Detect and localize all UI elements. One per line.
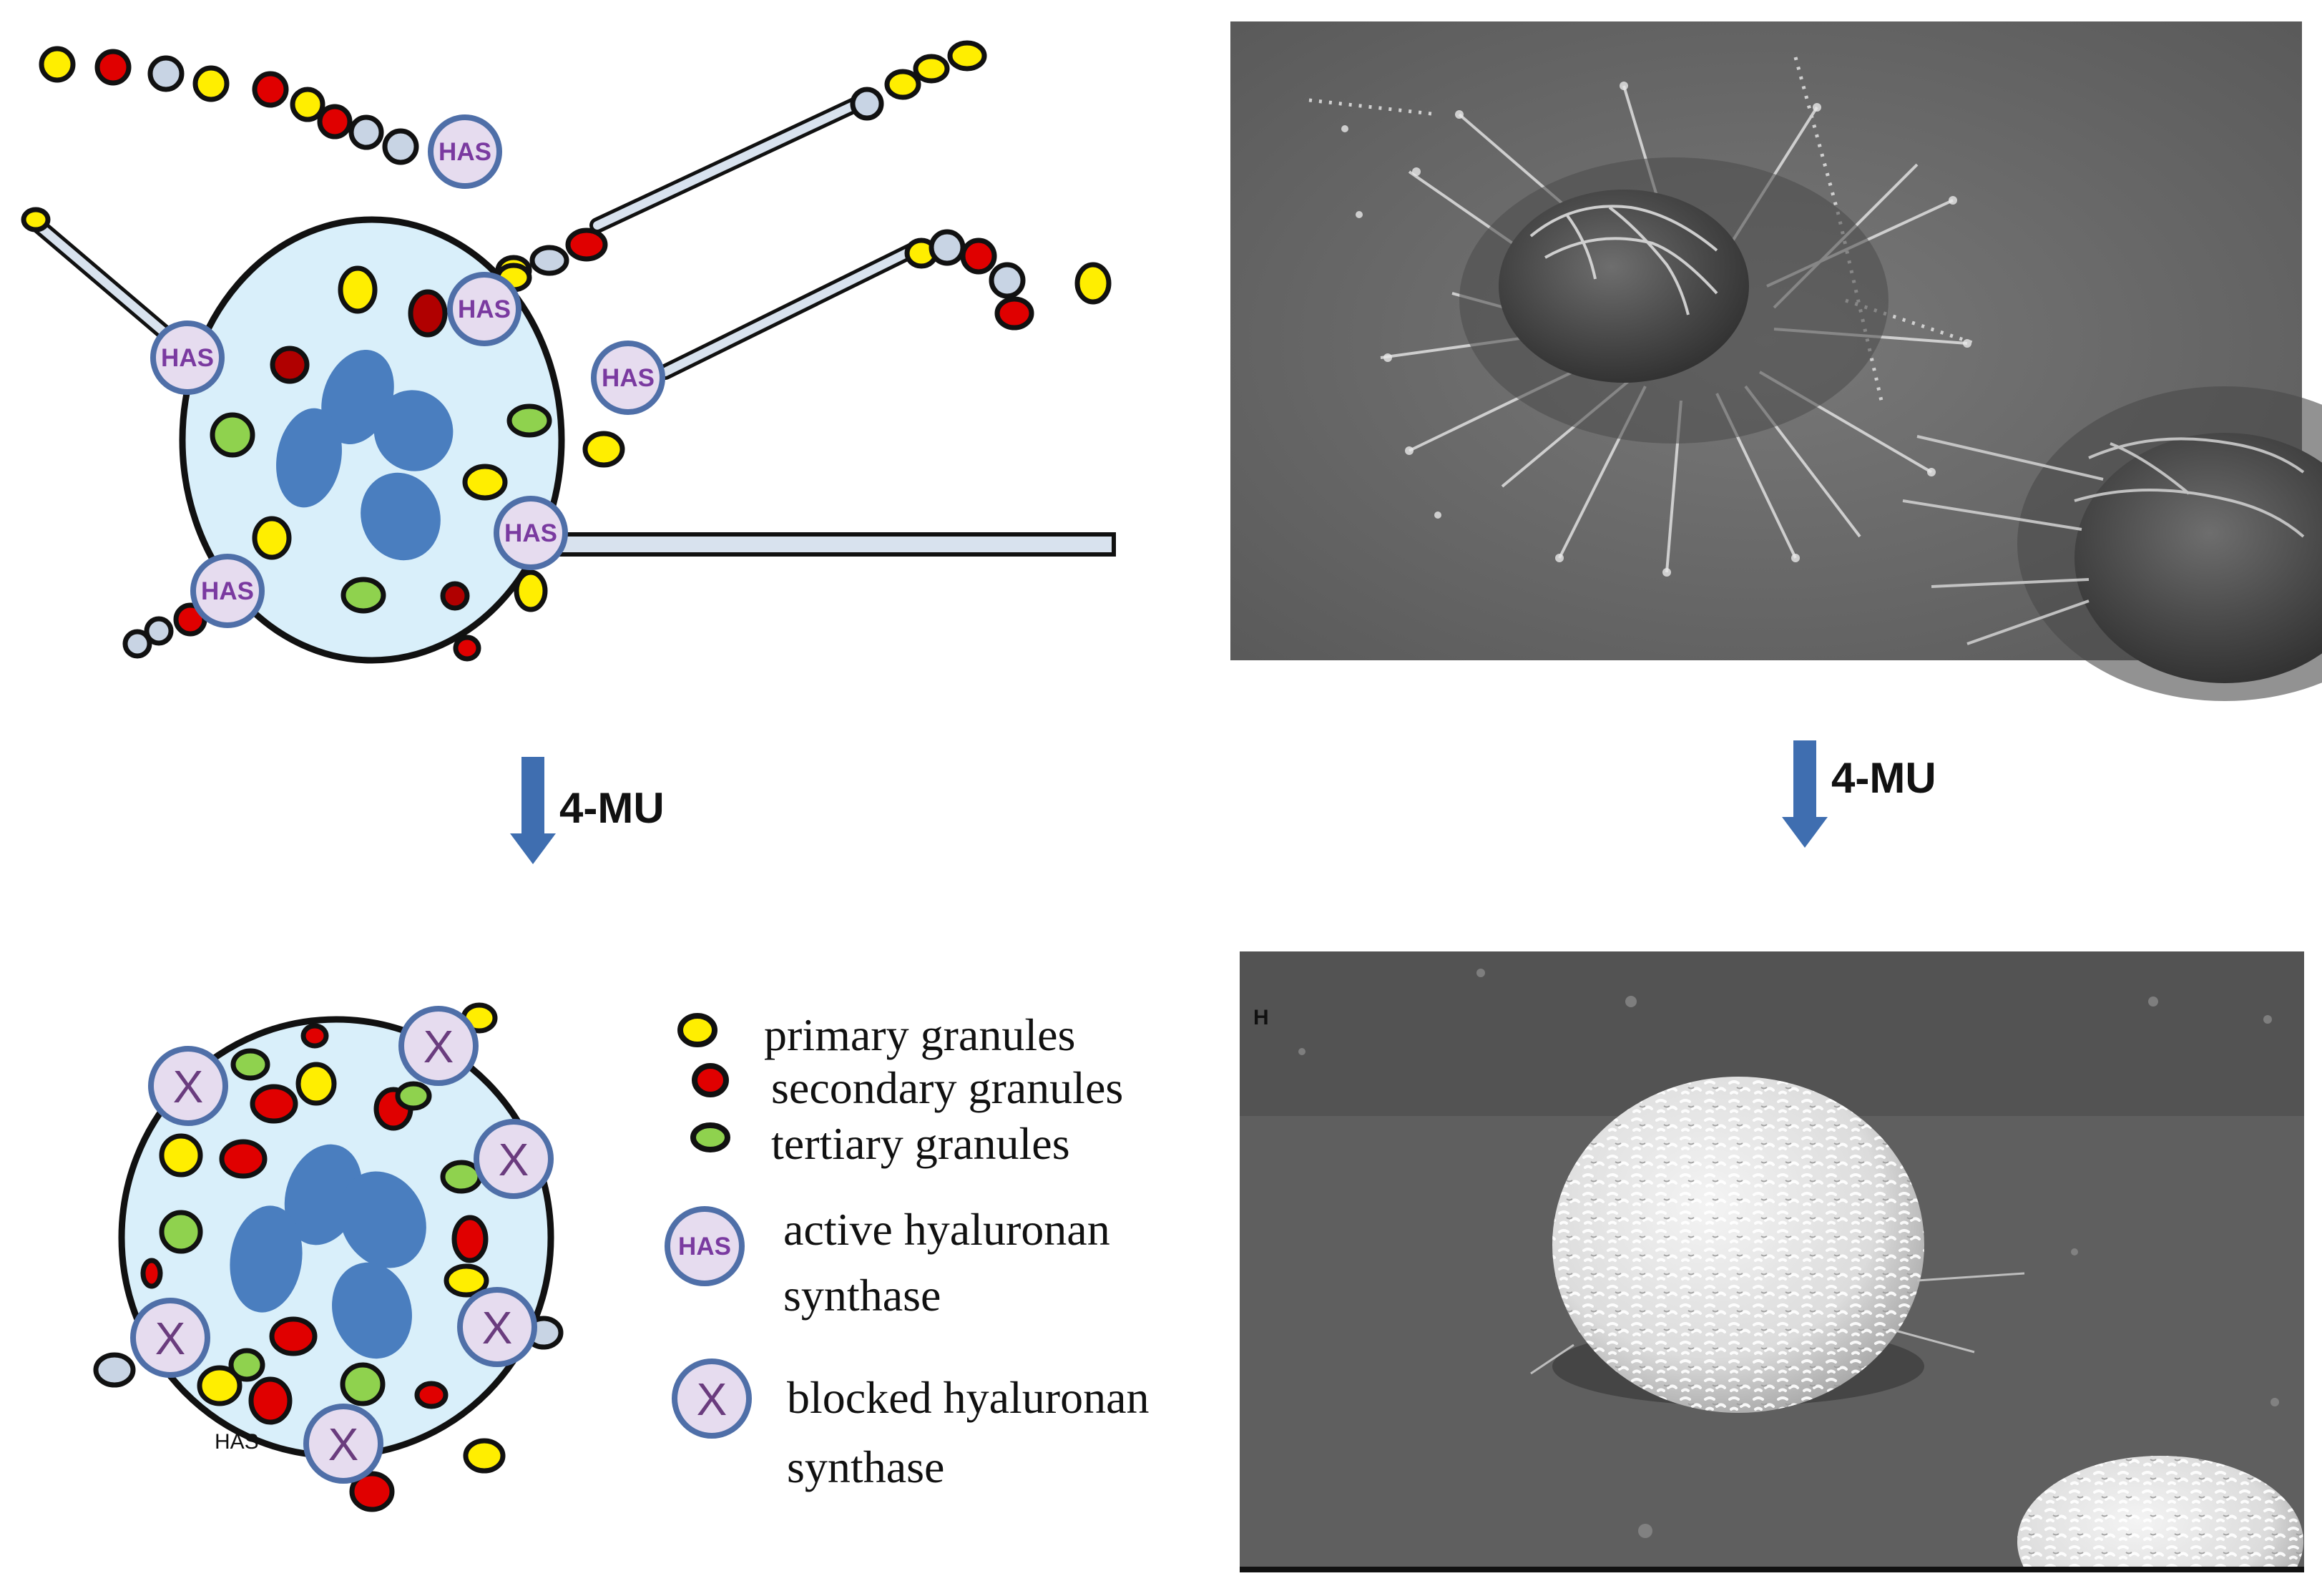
treatment-label-left: 4-MU: [559, 784, 665, 832]
svg-text:HAS: HAS: [439, 138, 491, 166]
svg-text:X: X: [482, 1302, 513, 1353]
hyaluronan-fibres: [28, 94, 1116, 557]
has-fragment-label: HAS: [215, 1430, 259, 1454]
legend-primary: primary granules: [677, 1009, 1075, 1060]
svg-text:HAS: HAS: [504, 519, 557, 547]
sem-panel-letter: H: [1253, 1006, 1269, 1029]
svg-text:secondary granules: secondary granules: [771, 1062, 1123, 1113]
blocked-has-markers: X X X X X X: [130, 1006, 554, 1484]
has-marker: HAS: [591, 341, 665, 415]
blocked-cell-diagram: HAS X X X X X X: [93, 1002, 564, 1512]
svg-text:HAS: HAS: [678, 1233, 731, 1260]
blocked-has-marker: X: [457, 1287, 537, 1367]
has-marker: HAS: [190, 554, 265, 628]
granules-blocked: [93, 1002, 564, 1512]
has-marker: HAS: [428, 114, 502, 189]
granules-active: [210, 255, 1112, 662]
treatment-arrow-left: 4-MU: [510, 757, 665, 864]
svg-text:HAS: HAS: [602, 364, 655, 392]
svg-text:X: X: [328, 1419, 359, 1470]
blocked-has-marker: X: [148, 1046, 228, 1126]
blocked-has-marker: X: [130, 1298, 210, 1378]
has-marker: HAS: [494, 496, 568, 570]
bead-chains-active: [21, 40, 1034, 659]
legend-tertiary: tertiary granules: [690, 1118, 1070, 1169]
sem-image-rounded-cell: H: [1240, 951, 2311, 1596]
has-marker: HAS: [447, 272, 521, 346]
svg-text:X: X: [499, 1134, 529, 1185]
blocked-has-marker: X: [474, 1119, 554, 1199]
svg-text:synthase: synthase: [783, 1270, 941, 1321]
active-cell-diagram: HAS HAS HAS HAS HAS HAS: [21, 40, 1116, 664]
svg-text:primary granules: primary granules: [764, 1009, 1075, 1060]
svg-text:X: X: [173, 1061, 204, 1112]
treatment-arrow-right: 4-MU: [1782, 740, 1936, 848]
svg-text:HAS: HAS: [161, 344, 214, 372]
treatment-label-right: 4-MU: [1831, 754, 1936, 802]
legend-blocked-has: X blocked hyaluronan synthase: [672, 1358, 1150, 1492]
has-markers-active: HAS HAS HAS HAS HAS HAS: [150, 114, 665, 628]
svg-text:HAS: HAS: [201, 577, 254, 605]
has-marker: HAS: [150, 320, 225, 395]
svg-text:tertiary granules: tertiary granules: [771, 1118, 1070, 1169]
blocked-has-marker: X: [398, 1006, 479, 1086]
svg-text:X: X: [423, 1021, 454, 1072]
blocked-has-marker: X: [303, 1404, 383, 1484]
svg-text:X: X: [697, 1374, 728, 1425]
legend-secondary: secondary granules: [692, 1062, 1123, 1113]
svg-text:X: X: [155, 1313, 186, 1364]
svg-text:blocked hyaluronan: blocked hyaluronan: [787, 1372, 1150, 1423]
nucleus-active: [276, 350, 454, 561]
legend-active-has: HAS active hyaluronan synthase: [665, 1204, 1110, 1321]
svg-text:synthase: synthase: [787, 1441, 944, 1492]
sem-image-spread-cells: [1230, 21, 2322, 701]
svg-text:HAS: HAS: [458, 295, 511, 323]
legend: primary granules secondary granules tert…: [665, 1009, 1150, 1492]
svg-text:active hyaluronan: active hyaluronan: [783, 1204, 1110, 1255]
nucleus-blocked: [230, 1144, 426, 1359]
